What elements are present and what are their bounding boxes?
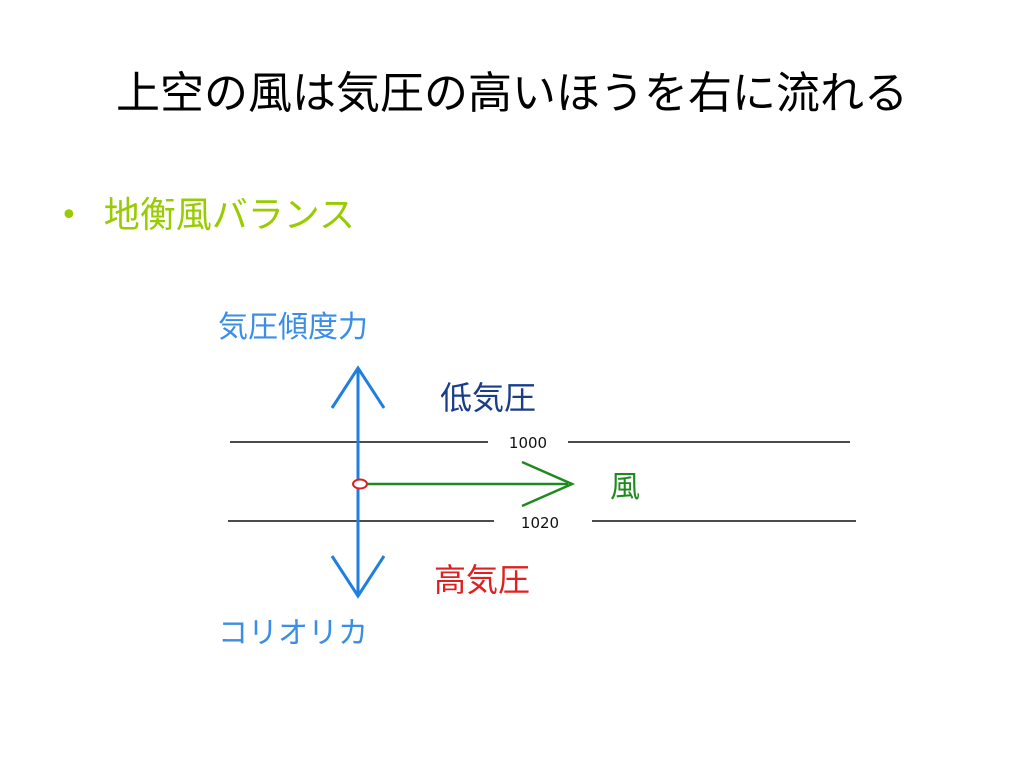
coriolis-force-label: コリオリカ [218,616,368,651]
high-pressure-label: 高気圧 [434,561,530,599]
low-pressure-label: 低気圧 [440,379,536,417]
wind-arrowhead [521,460,576,508]
slide-title: 上空の風は気圧の高いほうを右に流れる [116,68,908,119]
isobar-upper-value: 1000 [509,434,547,452]
bullet-dot-icon: • [60,198,78,233]
bullet-text: 地衡風バランス [103,195,355,236]
pressure-gradient-force-label: 気圧傾度力 [218,310,368,345]
bullet-item: • 地衡風バランス [60,190,355,242]
wind-label: 風 [610,470,640,505]
coriolis-arrowhead [330,555,386,599]
pressure-gradient-arrowhead [330,365,386,409]
isobar-lower-value: 1020 [521,514,559,532]
isobar-upper: 1000 [230,434,850,452]
origin-point [352,478,368,490]
isobar-lower: 1020 [228,514,856,532]
